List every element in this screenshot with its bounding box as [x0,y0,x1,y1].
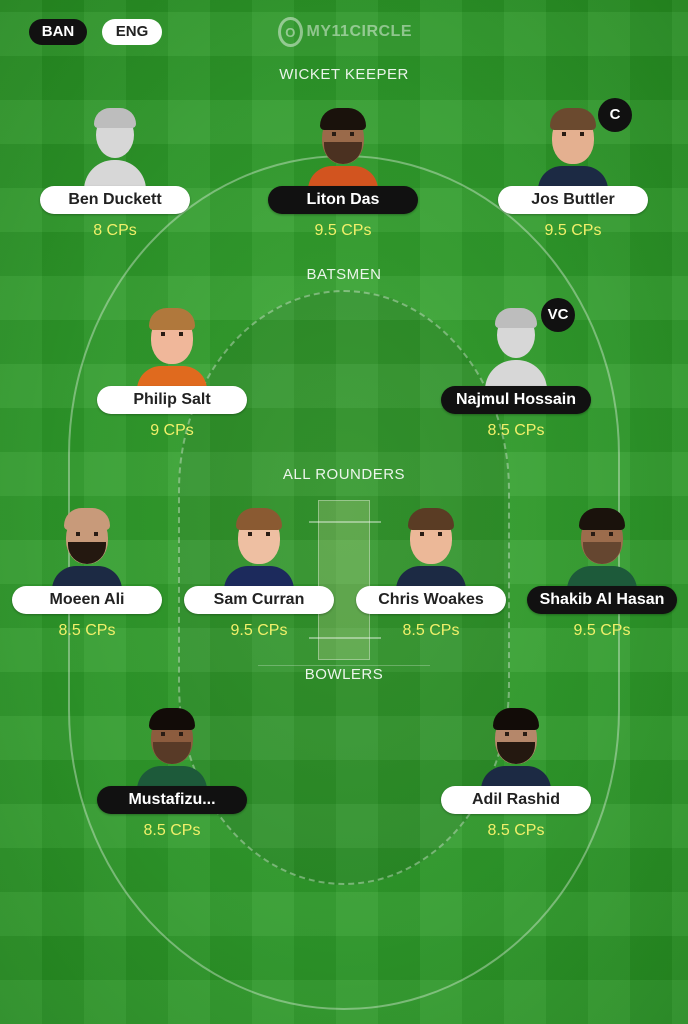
player-card-adil-rashid[interactable]: Adil Rashid 8.5 CPs [441,708,591,858]
player-name: Sam Curran [184,586,334,614]
player-card-chris-woakes[interactable]: Chris Woakes 8.5 CPs [356,508,506,658]
field-line [258,665,430,666]
player-credits: 8.5 CPs [402,622,460,639]
player-photo [137,708,207,790]
player-credits: 9.5 CPs [314,222,372,239]
player-photo [396,508,466,590]
player-name: Moeen Ali [12,586,162,614]
player-photo [567,508,637,590]
player-card-jos-buttler[interactable]: C Jos Buttler 9.5 CPs [498,98,648,258]
captain-badge: C [598,98,632,132]
section-title-bowlers: BOWLERS [304,666,384,683]
player-credits: 8 CPs [93,222,137,239]
player-name: Philip Salt [97,386,247,414]
player-credits: 8.5 CPs [487,822,545,839]
player-card-sam-curran[interactable]: Sam Curran 9.5 CPs [184,508,334,658]
player-name: Ben Duckett [40,186,190,214]
player-card-moeen-ali[interactable]: Moeen Ali 8.5 CPs [12,508,162,658]
section-title-batsmen: BATSMEN [306,266,382,283]
player-silhouette-icon [485,308,547,390]
player-name: Liton Das [268,186,418,214]
player-card-philip-salt[interactable]: Philip Salt 9 CPs [97,308,247,458]
player-photo [52,508,122,590]
player-name: Mustafizu... [97,786,247,814]
player-name: Chris Woakes [356,586,506,614]
player-photo [224,508,294,590]
team-tag-eng[interactable]: ENG [102,19,162,45]
section-title-wicket-keeper: WICKET KEEPER [279,66,409,83]
player-name: Adil Rashid [441,786,591,814]
player-card-ben-duckett[interactable]: Ben Duckett 8 CPs [40,108,190,258]
section-title-all-rounders: ALL ROUNDERS [282,466,406,483]
player-card-liton-das[interactable]: Liton Das 9.5 CPs [268,108,418,258]
player-name: Najmul Hossain [441,386,591,414]
logo-icon: O [278,17,303,47]
player-card-najmul-hossain[interactable]: VC Najmul Hossain 8.5 CPs [441,298,591,458]
player-name: Shakib Al Hasan [527,586,677,614]
player-name: Jos Buttler [498,186,648,214]
player-credits: 9 CPs [150,422,194,439]
team-tag-ban[interactable]: BAN [29,19,87,45]
player-card-shakib-al-hasan[interactable]: Shakib Al Hasan 9.5 CPs [527,508,677,658]
player-credits: 8.5 CPs [487,422,545,439]
player-photo [538,108,608,190]
player-photo [137,308,207,390]
player-card-mustafizur[interactable]: Mustafizu... 8.5 CPs [97,708,247,858]
logo-text: MY11CIRCLE [306,23,412,40]
vice-captain-badge: VC [541,298,575,332]
my11circle-logo: O MY11CIRCLE [278,16,412,48]
player-credits: 8.5 CPs [143,822,201,839]
player-silhouette-icon [84,108,146,190]
player-credits: 8.5 CPs [58,622,116,639]
player-credits: 9.5 CPs [544,222,602,239]
player-photo [481,708,551,790]
player-photo [308,108,378,190]
player-credits: 9.5 CPs [230,622,288,639]
pitch [309,500,381,660]
player-credits: 9.5 CPs [573,622,631,639]
